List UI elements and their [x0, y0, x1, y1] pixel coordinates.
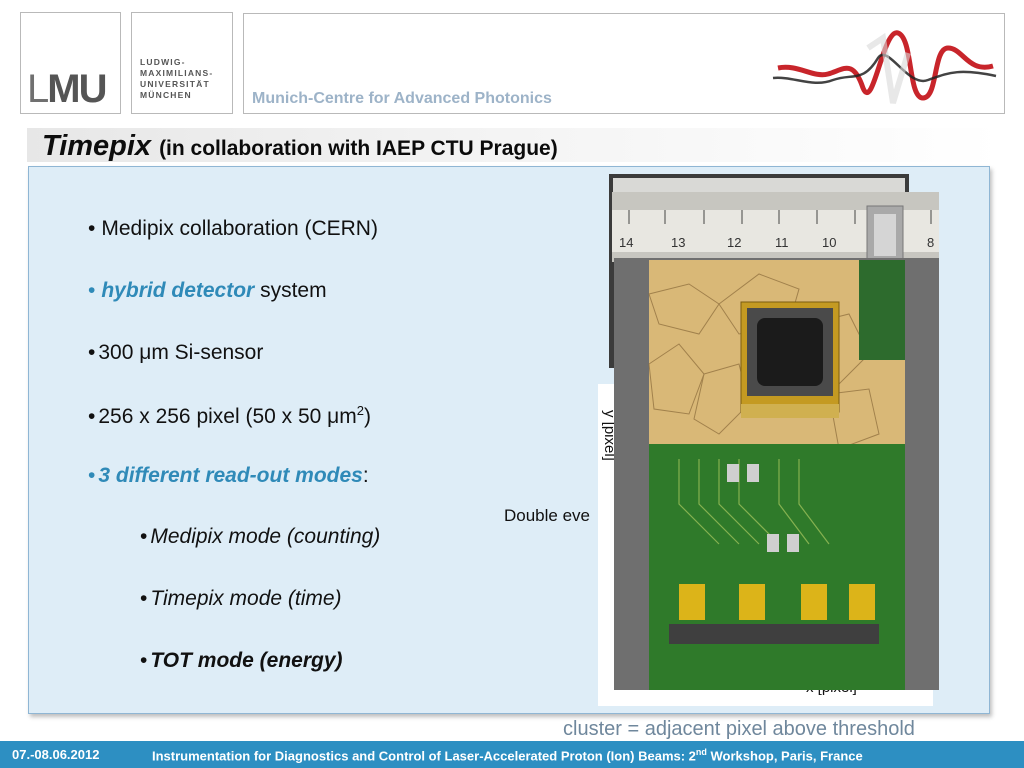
bullet-medipix-collaboration: •Medipix collaboration (CERN) [88, 217, 378, 240]
bullet-readout-modes: •3 different read-out modes: [88, 464, 369, 487]
svg-text:14: 14 [619, 235, 633, 250]
footer-bar: 07.-08.06.2012 Instrumentation for Diagn… [0, 741, 1024, 768]
bullet-hybrid-detector: •hybrid detector system [88, 279, 327, 302]
footer-conference: Instrumentation for Diagnostics and Cont… [152, 747, 863, 764]
cluster-caption: cluster = adjacent pixel above threshold [563, 718, 915, 740]
lmu-logo: LMU [27, 67, 107, 111]
svg-text:13: 13 [671, 235, 685, 250]
svg-text:11: 11 [775, 235, 789, 250]
university-name-box: LUDWIG- MAXIMILIANS- UNIVERSITÄT MÜNCHEN [131, 12, 233, 114]
bullet-sensor: •300 μm Si-sensor [88, 341, 264, 364]
title-main: Timepix [42, 130, 152, 162]
map-logo-icon [772, 30, 997, 104]
institute-name: Munich-Centre for Advanced Photonics [252, 90, 552, 107]
bullet-tot-mode: •TOT mode (energy) [140, 649, 343, 672]
bullet-pixels: •256 x 256 pixel (50 x 50 μm2) [88, 403, 372, 428]
double-event-label: Double eve [504, 506, 591, 525]
bullet-timepix-mode: •Timepix mode (time) [140, 587, 342, 610]
title-strip [27, 128, 1002, 162]
bullet-medipix-mode: •Medipix mode (counting) [140, 525, 381, 548]
slide-title: Timepix (in collaboration with IAEP CTU P… [42, 130, 558, 163]
svg-text:8: 8 [927, 235, 934, 250]
institute-banner: Munich-Centre for Advanced Photonics [243, 13, 1005, 114]
lmu-logo-box: LMU [20, 12, 121, 114]
svg-text:12: 12 [727, 235, 741, 250]
footer-date: 07.-08.06.2012 [12, 747, 100, 762]
university-name: LUDWIG- MAXIMILIANS- UNIVERSITÄT MÜNCHEN [140, 57, 214, 100]
timepix-detector-photo: 14 13 12 11 10 8 [609, 174, 939, 690]
svg-text:10: 10 [822, 235, 836, 250]
title-sub: (in collaboration with IAEP CTU Prague) [159, 137, 558, 160]
